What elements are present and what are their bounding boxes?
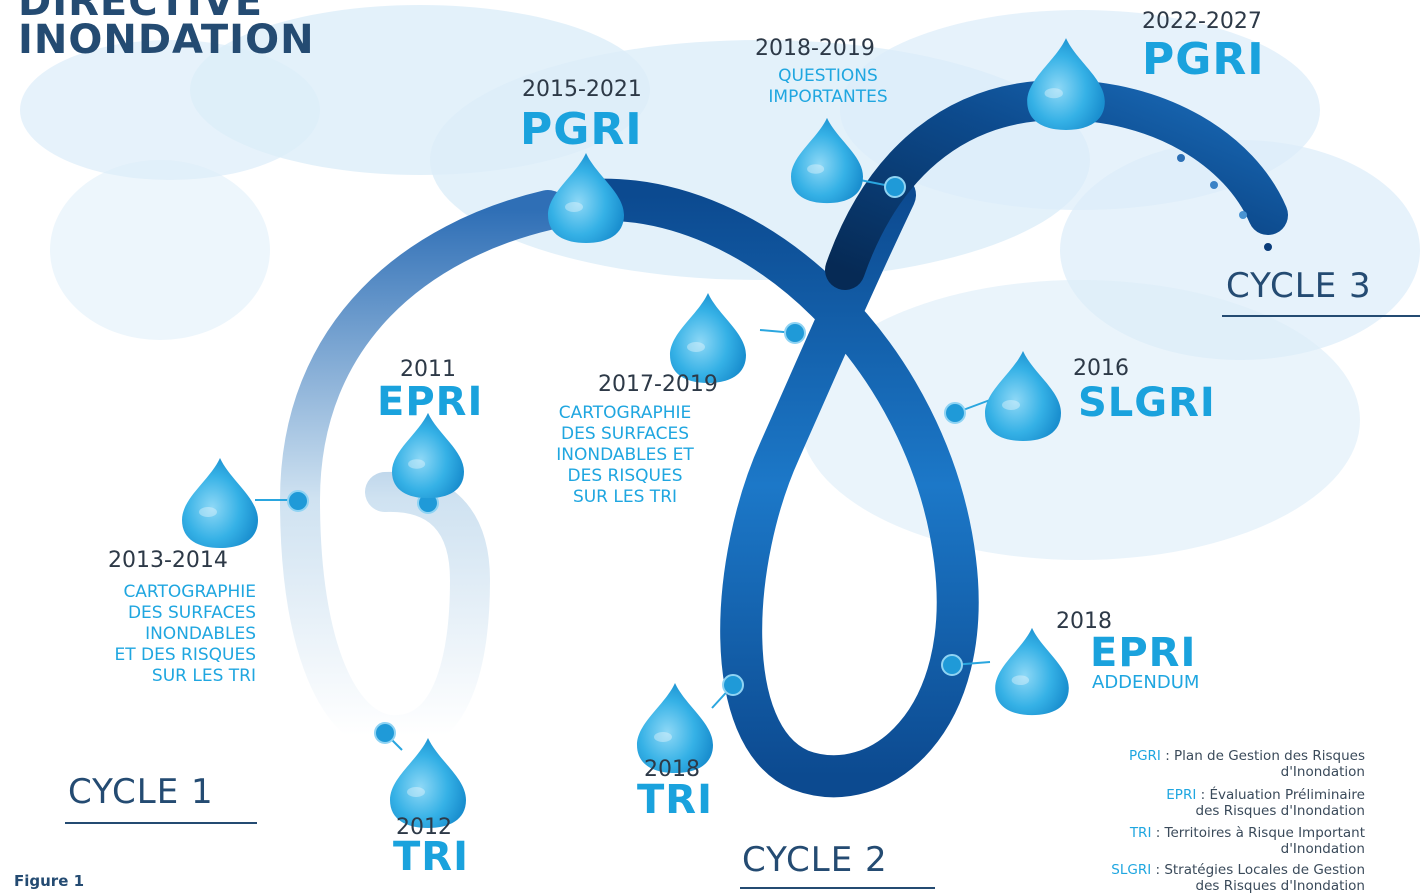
epri-2018-sub: ADDENDUM [1092,672,1200,693]
water-drop-icon [995,627,1069,716]
water-drop-icon [182,458,258,548]
cycle-3-label: CYCLE 3 [1226,266,1372,306]
figure-label: Figure 1 [14,872,85,890]
tri-2012-year: 2012 [396,815,452,840]
cycle-1-rule [65,822,257,824]
carto-2013-caption: CARTOGRAPHIE DES SURFACES INONDABLES ET … [114,582,256,686]
cycle-1-ribbon [279,190,568,756]
cycle-1-label: CYCLE 1 [68,772,214,812]
epri-2018-label: EPRI [1090,630,1197,676]
tri-2018-year: 2018 [644,757,700,782]
pgri-2022-year: 2022-2027 [1142,9,1262,34]
questions-2018-year: 2018-2019 [755,36,875,61]
tri-2012-label: TRI [393,834,469,880]
water-drop-icon [670,293,746,383]
pgri-2015-year: 2015-2021 [522,77,642,102]
epri-2011-label: EPRI [377,379,484,425]
diagram-title-line-2: INONDATION [18,17,315,63]
carto-2013-year: 2013-2014 [108,548,228,573]
legend-slgri: SLGRI : Stratégies Locales de Gestion de… [1111,862,1365,894]
diagram-title-line-1: DIRECTIVE [18,0,264,25]
cycle-2-label: CYCLE 2 [742,840,888,880]
legend-epri: EPRI : Évaluation Préliminaire des Risqu… [1166,787,1365,819]
carto-2017-caption: CARTOGRAPHIE DES SURFACES INONDABLES ET … [556,403,694,507]
pgri-2022-label: PGRI [1142,34,1265,85]
slgri-2016-label: SLGRI [1078,380,1216,426]
questions-2018-caption: QUESTIONS IMPORTANTES [768,66,888,107]
water-drop-icon [392,412,464,499]
connector-dots [287,176,966,744]
cycle-2-ribbon [567,174,979,798]
cycle-3-rule [1222,315,1420,317]
legend-pgri: PGRI : Plan de Gestion des Risques d'Ino… [1128,748,1365,780]
cycle-2-rule [740,887,935,889]
pgri-2015-label: PGRI [520,104,643,155]
epri-2011-year: 2011 [400,357,456,382]
epri-2018-year: 2018 [1056,609,1112,634]
tri-2018-label: TRI [637,777,713,823]
slgri-2016-year: 2016 [1073,356,1129,381]
legend-tri: TRI : Territoires à Risque Important d'I… [1129,825,1365,857]
carto-2017-year: 2017-2019 [598,372,718,397]
